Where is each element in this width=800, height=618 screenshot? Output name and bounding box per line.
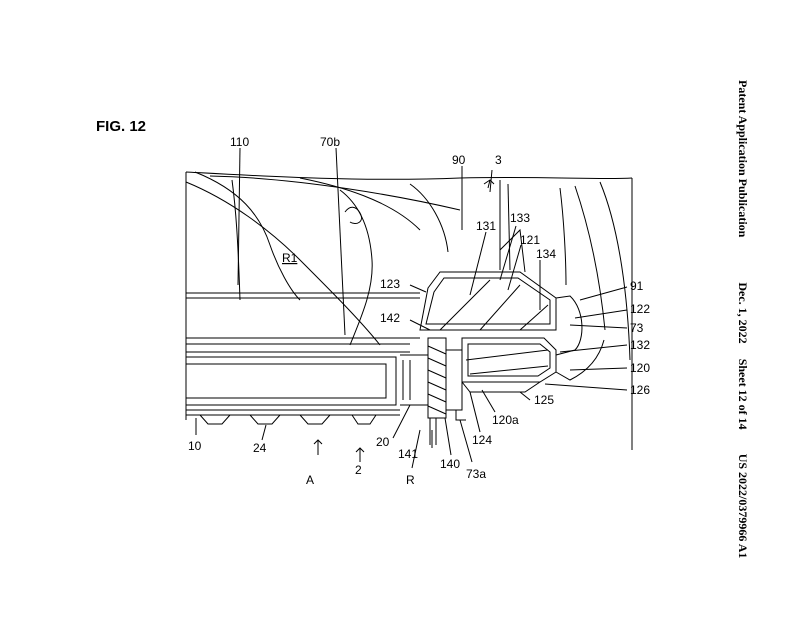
label-R1: R1 [282, 251, 298, 265]
label-131: 131 [476, 219, 496, 233]
label-141: 141 [398, 447, 418, 461]
label-125: 125 [534, 393, 554, 407]
label-10: 10 [188, 439, 202, 453]
label-R: R [406, 473, 415, 487]
label-2: 2 [355, 463, 362, 477]
label-133: 133 [510, 211, 530, 225]
label-73: 73 [630, 321, 644, 335]
label-90: 90 [452, 153, 466, 167]
label-132: 132 [630, 338, 650, 352]
label-121: 121 [520, 233, 540, 247]
label-120: 120 [630, 361, 650, 375]
label-70b: 70b [320, 135, 340, 149]
side-sill-member [419, 228, 605, 393]
frame-lines [185, 171, 633, 450]
label-20: 20 [376, 435, 390, 449]
label-73a: 73a [466, 467, 486, 481]
bolt-assembly [400, 337, 466, 445]
label-124: 124 [472, 433, 492, 447]
label-110: 110 [230, 135, 249, 149]
reference-numerals: 110 70b 90 3 131 133 121 134 R1 123 91 1… [188, 135, 650, 487]
leader-lines [195, 147, 628, 469]
label-A: A [306, 473, 314, 487]
label-120a: 120a [492, 413, 519, 427]
body-panel-lines [185, 171, 631, 361]
label-24: 24 [253, 441, 267, 455]
figure-title: FIG. 12 [96, 118, 147, 135]
label-3: 3 [495, 153, 502, 167]
label-122: 122 [630, 302, 650, 316]
label-123: 123 [380, 277, 400, 291]
label-126: 126 [630, 383, 650, 397]
label-91: 91 [630, 279, 644, 293]
label-140: 140 [440, 457, 460, 471]
label-142: 142 [380, 311, 400, 325]
label-134: 134 [536, 247, 556, 261]
floor-panels [185, 292, 420, 425]
